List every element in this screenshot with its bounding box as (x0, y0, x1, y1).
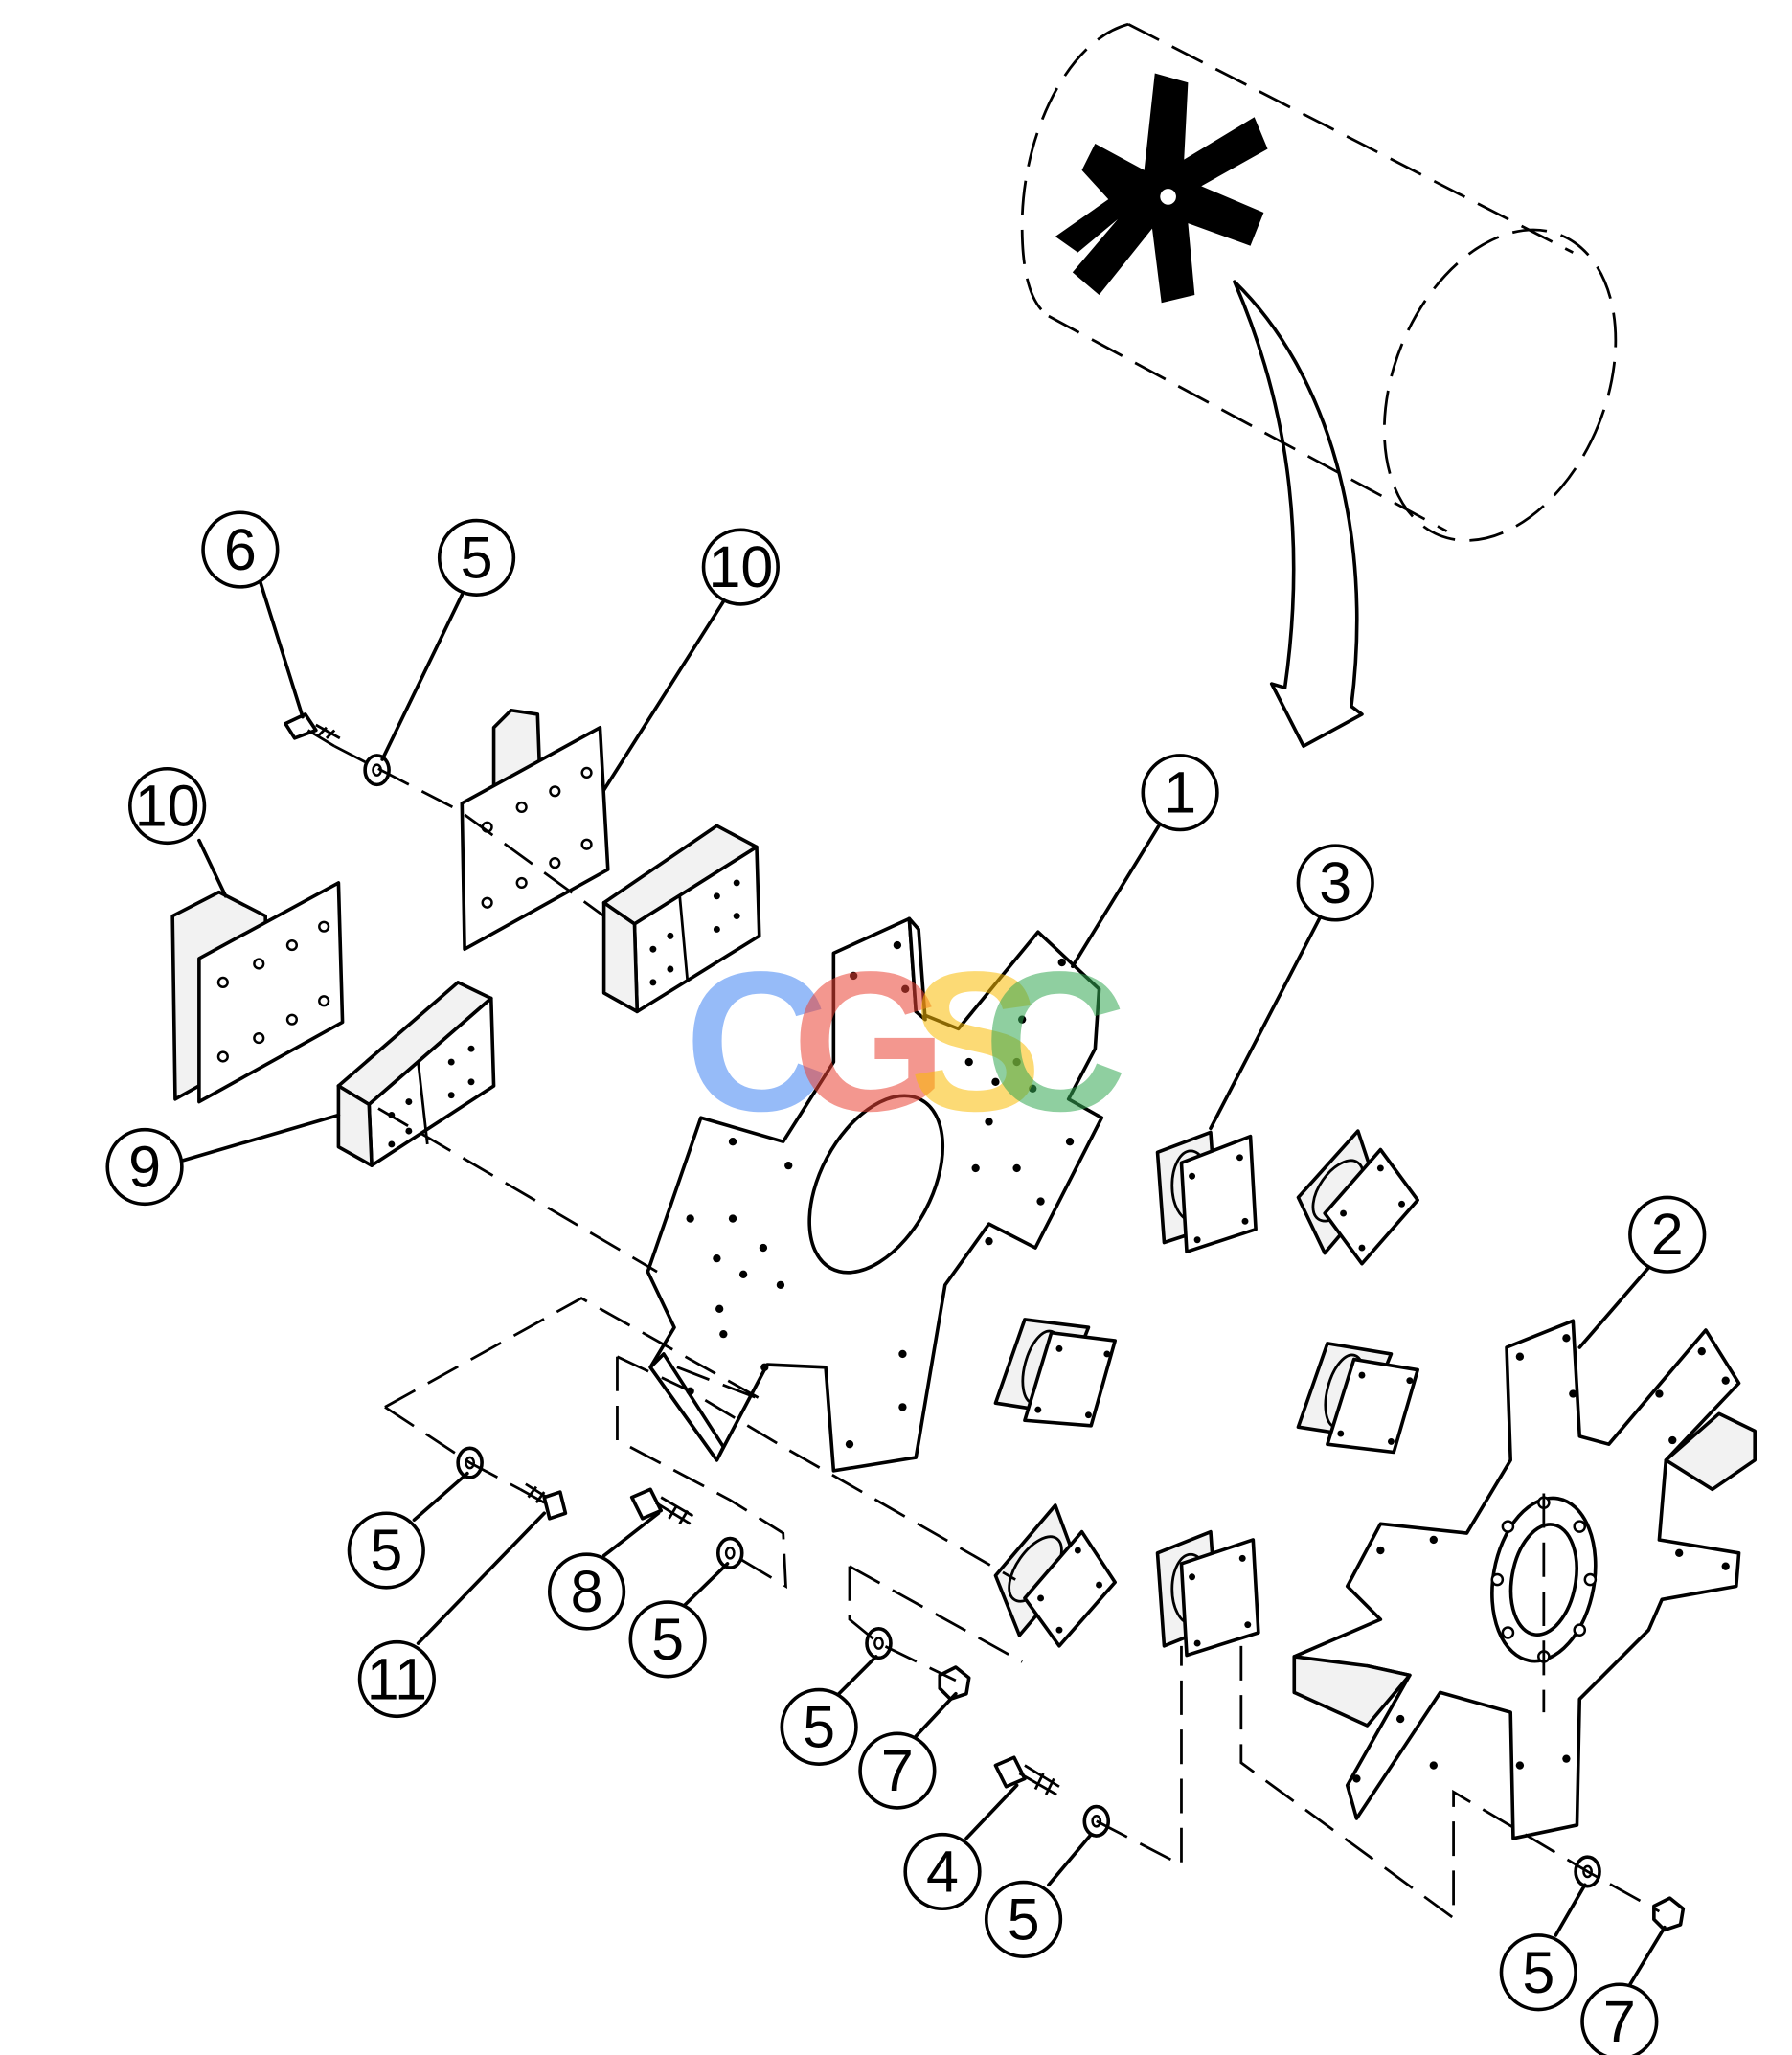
rubber-mount (993, 1318, 1117, 1428)
hub-plate-part-2 (1292, 1319, 1757, 1840)
bracket-part-10-upper (460, 708, 610, 952)
callout-7: 7 (1580, 1982, 1659, 2055)
watermark-letter: C (685, 931, 828, 1153)
callout-10: 10 (128, 766, 207, 846)
drum-reference-view (1020, 22, 1618, 748)
callout-label: 4 (926, 1839, 959, 1904)
callout-label: 6 (224, 517, 257, 582)
paddle-plate-part-1 (646, 916, 1104, 1473)
bolt-part-4 (993, 1755, 1060, 1796)
callout-label: 7 (1603, 1989, 1636, 2054)
plate-1-holes (686, 940, 1075, 1449)
callout-1: 1 (1141, 754, 1219, 832)
callout-2: 2 (1628, 1195, 1707, 1274)
callout-label: 5 (803, 1694, 835, 1759)
callout-label: 3 (1319, 850, 1351, 915)
callout-label: 5 (1522, 1940, 1554, 2005)
callout-5: 5 (437, 518, 516, 597)
washer-part-5 (715, 1536, 744, 1569)
callout-5: 5 (780, 1687, 858, 1766)
callout-5: 5 (1499, 1933, 1577, 2012)
callout-3: 3 (1296, 844, 1374, 922)
nut-part-7 (1652, 1896, 1686, 1932)
callout-6: 6 (201, 510, 280, 589)
star-rotor-icon (1055, 73, 1268, 304)
callout-8: 8 (547, 1552, 626, 1631)
watermark: C G S C (685, 931, 1127, 1153)
callout-label: 9 (128, 1135, 161, 1200)
callout-label: 10 (135, 774, 200, 839)
watermark-letter: S (909, 931, 1042, 1153)
callout-label: 7 (881, 1738, 914, 1803)
bolt-part-11 (519, 1482, 568, 1521)
rubber-mount (1155, 1130, 1258, 1254)
direction-arrow-icon (1233, 280, 1364, 748)
callout-7: 7 (858, 1731, 937, 1810)
leader-lines (177, 579, 1667, 1987)
callout-9: 9 (105, 1127, 184, 1207)
rubber-mount (1296, 1129, 1419, 1266)
callout-label: 11 (367, 1646, 427, 1711)
callout-label: 5 (1008, 1886, 1040, 1952)
callout-label: 5 (461, 525, 493, 590)
rubber-mount (1296, 1342, 1419, 1455)
bolt-part-8 (629, 1487, 694, 1525)
washer-part-5 (363, 754, 391, 787)
callout-4: 4 (903, 1832, 982, 1911)
paddle-block-part-9-upper (601, 824, 761, 1014)
callout-5: 5 (628, 1600, 707, 1679)
rubber-mount (993, 1503, 1117, 1648)
callout-5: 5 (347, 1511, 425, 1590)
callout-11: 11 (357, 1639, 436, 1719)
rubber-mount (1155, 1529, 1260, 1658)
callout-label: 5 (651, 1607, 684, 1672)
callout-label: 2 (1651, 1202, 1684, 1267)
washer-part-5 (865, 1627, 893, 1660)
paddle-block-part-9-lower (336, 981, 496, 1167)
callout-label: 5 (370, 1518, 402, 1583)
callout-label: 10 (708, 534, 773, 599)
callout-10: 10 (701, 528, 780, 606)
callout-label: 1 (1164, 760, 1196, 825)
bolt-part-6 (284, 712, 341, 748)
rubber-mounts-part-3 (993, 1129, 1419, 1658)
watermark-letter: C (984, 931, 1127, 1153)
watermark-letter: G (792, 931, 947, 1153)
assembly-dashed-lines (333, 744, 1661, 1921)
callout-5: 5 (984, 1880, 1063, 1958)
callout-label: 8 (571, 1559, 603, 1624)
bracket-part-10-lower (170, 881, 345, 1104)
plate-2-holes (1352, 1334, 1730, 1783)
